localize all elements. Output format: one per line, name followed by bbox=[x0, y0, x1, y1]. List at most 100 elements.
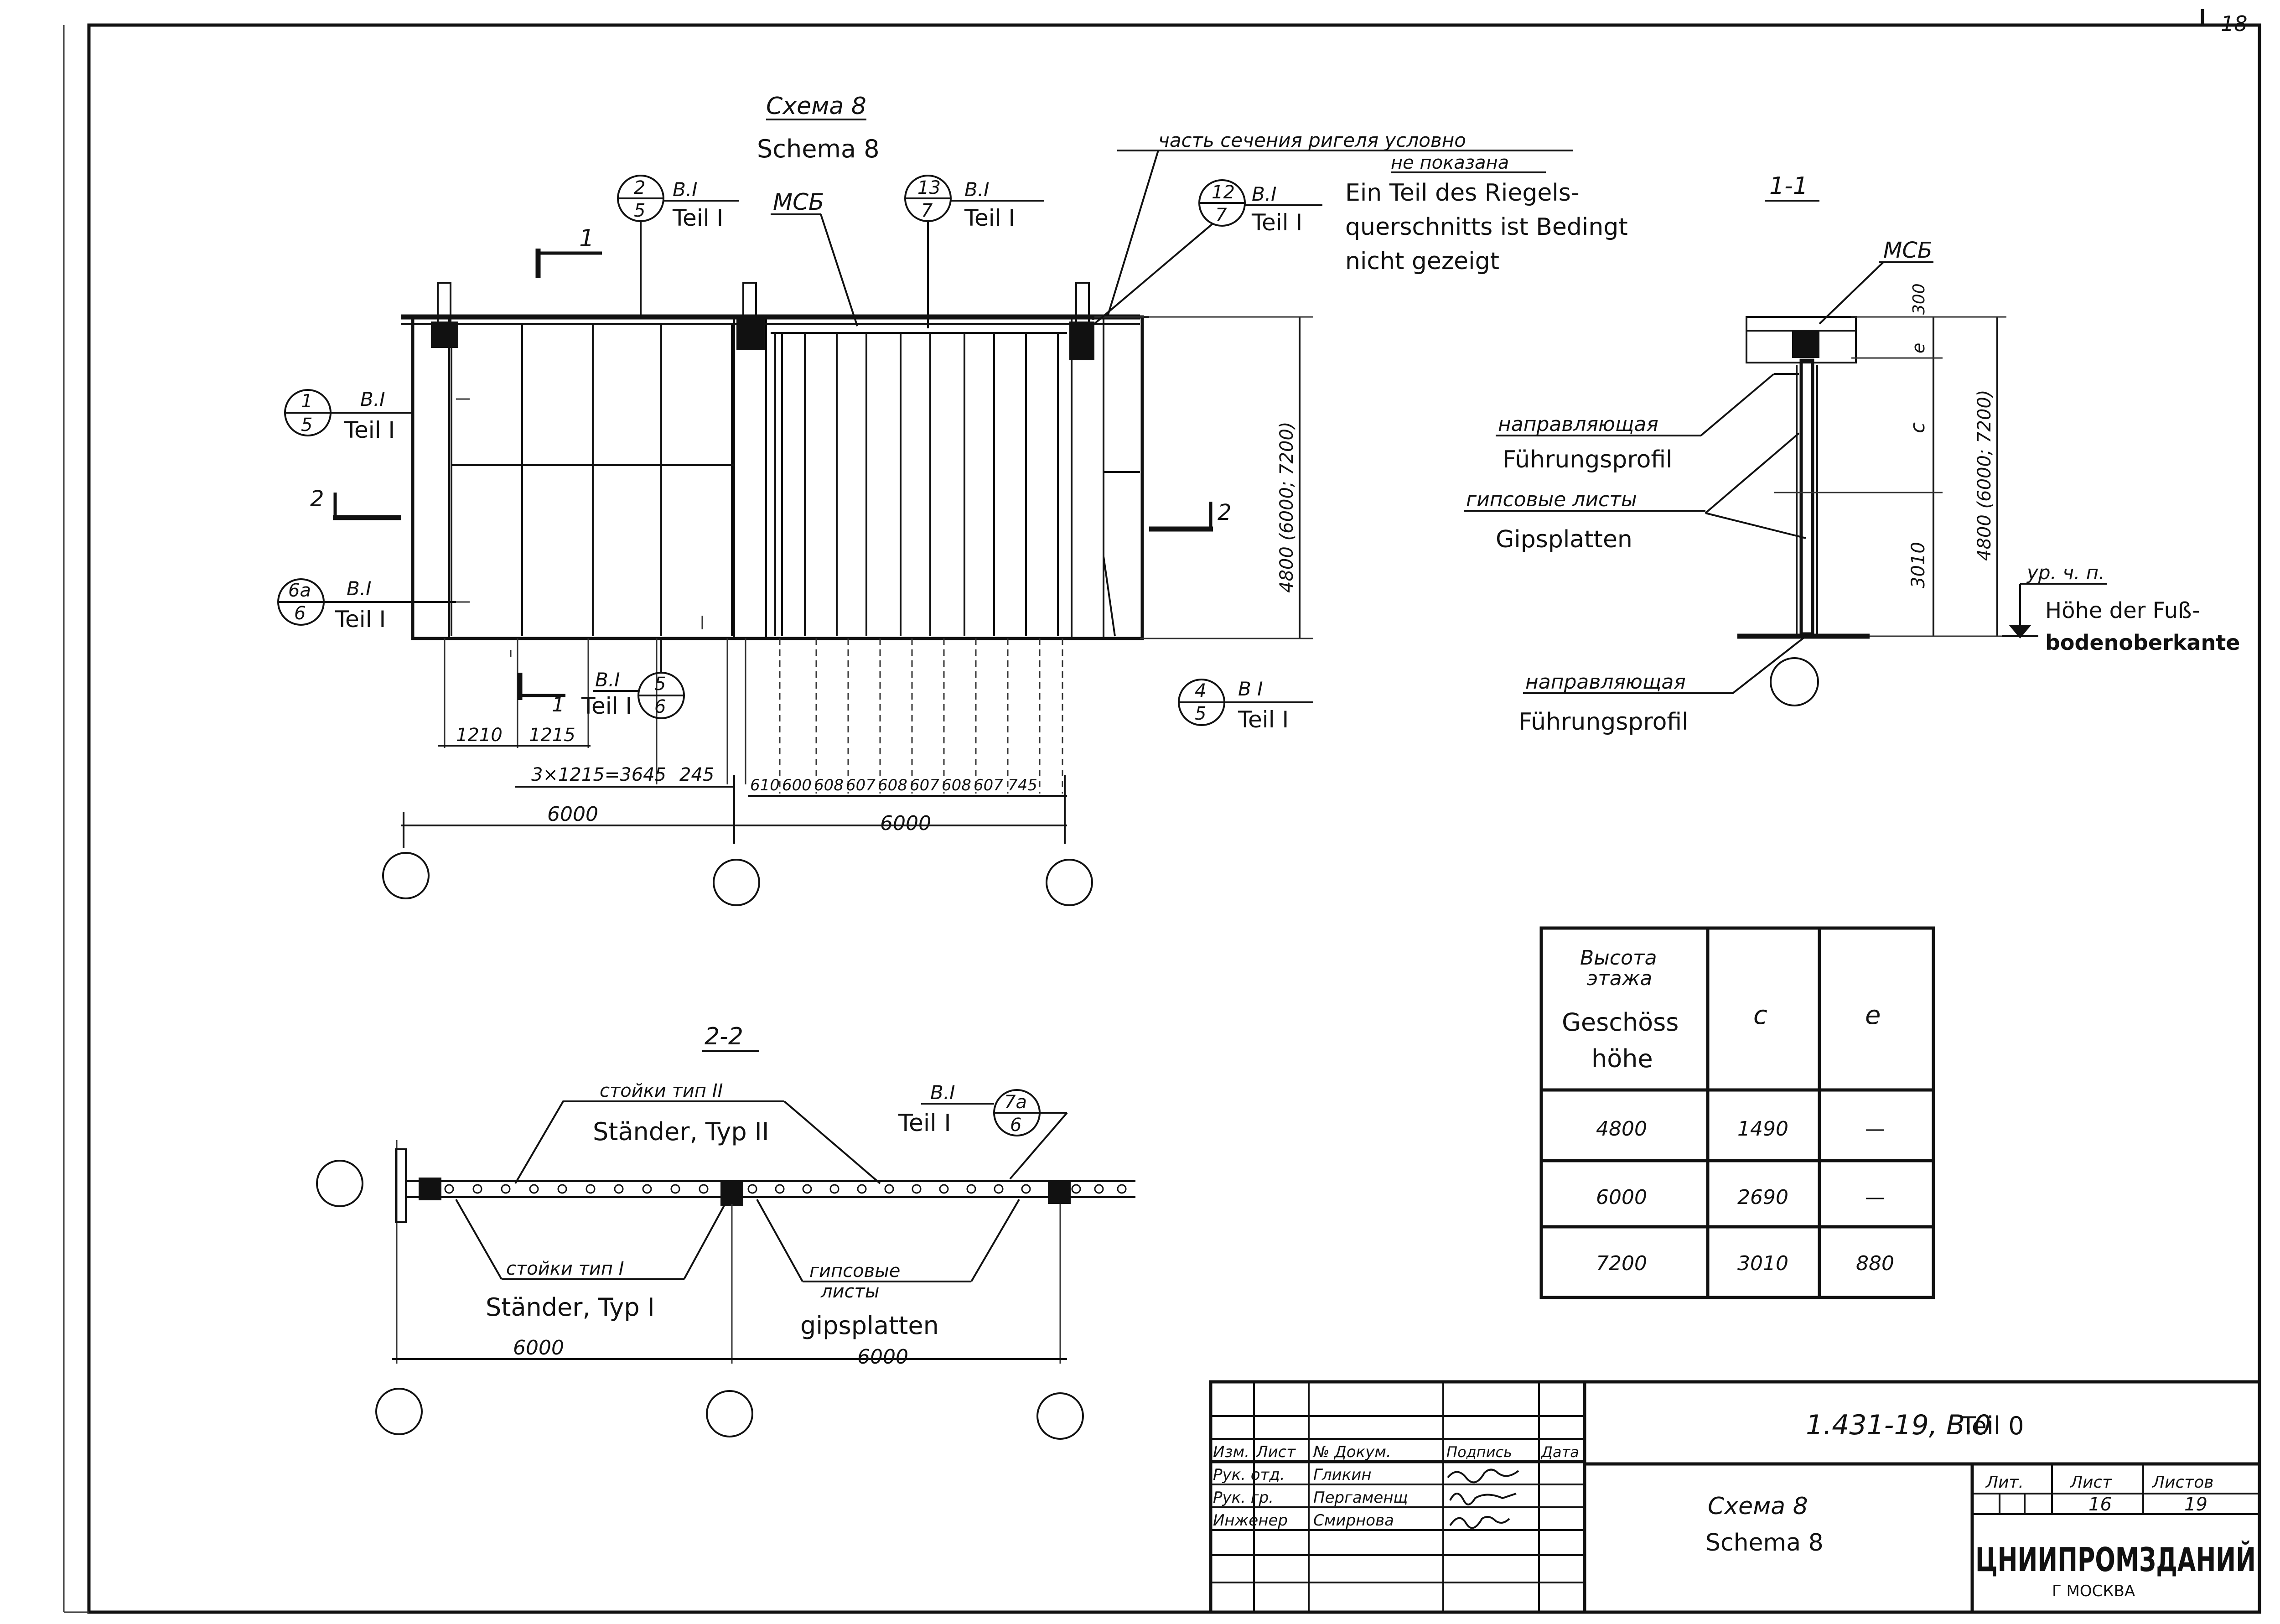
studs-dots bbox=[444, 1184, 1127, 1194]
section-1-1-drawing bbox=[1737, 316, 1879, 706]
section-mark-1-bottom: 1 bbox=[517, 673, 565, 716]
svg-text:7: 7 bbox=[1215, 205, 1227, 226]
svg-text:ур. ч. п.: ур. ч. п. bbox=[2026, 561, 2105, 584]
svg-text:7а: 7а bbox=[1004, 1092, 1027, 1113]
svg-text:5: 5 bbox=[301, 415, 312, 436]
svg-text:—: — bbox=[1865, 1186, 1885, 1209]
spacing-5: 608 bbox=[878, 776, 907, 794]
svg-text:6: 6 bbox=[654, 696, 666, 717]
svg-text:Teil I: Teil I bbox=[335, 606, 386, 633]
studs2-ru: стойки тип II bbox=[600, 1080, 723, 1101]
spacing-1: 610 bbox=[750, 776, 780, 794]
studs1-de: Ständer, Typ I bbox=[486, 1293, 655, 1322]
svg-text:6: 6 bbox=[1010, 1115, 1021, 1136]
note-ru-1: часть сечения ригеля условно bbox=[1158, 129, 1466, 151]
section-2-2-title: 2-2 bbox=[705, 1023, 743, 1050]
stud-dot bbox=[586, 1184, 596, 1194]
gips22-ru-2: листы bbox=[820, 1281, 879, 1302]
svg-text:880: 880 bbox=[1856, 1252, 1894, 1275]
stud-dot bbox=[939, 1184, 949, 1194]
note-ru-2: не показана bbox=[1391, 152, 1509, 173]
note-leader bbox=[1092, 150, 1159, 320]
wall-elevation bbox=[401, 282, 1149, 657]
stud-projection-lines bbox=[444, 638, 1063, 794]
svg-text:4800: 4800 bbox=[1596, 1117, 1647, 1141]
spacing-3: 608 bbox=[814, 776, 844, 794]
role-2: Рук. гр. bbox=[1213, 1489, 1274, 1507]
scheme-title-ru: Схема 8 bbox=[766, 93, 866, 120]
col-sign: Подпись bbox=[1446, 1443, 1512, 1461]
svg-text:5: 5 bbox=[654, 674, 666, 695]
height-table bbox=[1539, 926, 1935, 1299]
spacing-7: 608 bbox=[942, 776, 971, 794]
svg-text:В.I: В.I bbox=[673, 178, 698, 201]
dim-c: c bbox=[1906, 422, 1929, 433]
svg-text:В.I: В.I bbox=[360, 388, 385, 410]
callout-12-7: 12 7 В.I Teil I bbox=[1093, 179, 1322, 325]
spacing-9: 745 bbox=[1008, 776, 1037, 794]
sheet-frame bbox=[87, 23, 2261, 1614]
callout-7a-teil: Teil I bbox=[898, 1110, 951, 1137]
svg-text:6000: 6000 bbox=[1596, 1186, 1647, 1209]
org-name: ЦНИИПРОМЗДАНИЙ bbox=[1975, 1541, 2256, 1579]
table-h-e: e bbox=[1865, 1001, 1881, 1030]
svg-text:Teil I: Teil I bbox=[581, 693, 632, 719]
section-mark-2-left: 2 bbox=[310, 486, 401, 520]
stud-dot bbox=[1117, 1184, 1127, 1194]
table-row: 7200 3010 880 bbox=[1596, 1252, 1894, 1275]
callout-6a-6: 6а 6 В.I Teil I bbox=[277, 577, 456, 633]
svg-text:2690: 2690 bbox=[1737, 1186, 1788, 1209]
col-date: Дата bbox=[1540, 1443, 1579, 1461]
svg-text:7200: 7200 bbox=[1596, 1252, 1647, 1275]
dim-3010: 3010 bbox=[1908, 542, 1929, 588]
svg-text:Teil I: Teil I bbox=[344, 417, 395, 443]
org-city: Г МОСКВА bbox=[2052, 1582, 2135, 1600]
callout-7a-6: 7а 6 bbox=[993, 1089, 1068, 1180]
stud-dot bbox=[966, 1184, 976, 1194]
svg-text:В.I: В.I bbox=[595, 669, 620, 691]
gips-de: Gipsplatten bbox=[1496, 526, 1632, 553]
svg-text:6: 6 bbox=[294, 603, 306, 624]
section-2-2-drawing bbox=[316, 1140, 1135, 1440]
stud-dot bbox=[912, 1184, 922, 1194]
spacing-2: 600 bbox=[782, 776, 812, 794]
callout-4-5: 4 5 В I Teil I bbox=[1178, 678, 1313, 733]
note-de-1: Ein Teil des Riegels- bbox=[1345, 179, 1580, 207]
stud-dot bbox=[670, 1184, 680, 1194]
svg-text:5: 5 bbox=[1195, 703, 1206, 724]
studs2-de: Ständer, Typ II bbox=[593, 1117, 769, 1146]
table-h-c: c bbox=[1753, 1001, 1767, 1030]
stud-dot bbox=[857, 1184, 867, 1194]
dim-3x1215: 3×1215=3645 bbox=[531, 764, 666, 785]
svg-text:1490: 1490 bbox=[1737, 1117, 1788, 1141]
gips22-ru-1: гипсовые bbox=[809, 1261, 900, 1282]
col-izm: Изм. bbox=[1213, 1443, 1249, 1461]
table-h-ru-1: Высота bbox=[1580, 946, 1657, 970]
plan-axis-bubbles bbox=[382, 852, 1093, 906]
dim-1210: 1210 bbox=[456, 725, 503, 746]
svg-text:13: 13 bbox=[917, 177, 941, 198]
svg-text:Teil I: Teil I bbox=[672, 205, 723, 231]
stud-dot bbox=[775, 1184, 785, 1194]
stud-dot bbox=[557, 1184, 567, 1194]
sheet-no: 16 bbox=[2088, 1494, 2112, 1515]
stud-dot bbox=[529, 1184, 539, 1194]
svg-text:5: 5 bbox=[634, 200, 645, 221]
stud-dot bbox=[884, 1184, 894, 1194]
note-de-2: querschnitts ist Bedingt bbox=[1345, 213, 1628, 241]
col-list: Лист bbox=[1255, 1443, 1296, 1461]
svg-text:1: 1 bbox=[301, 391, 312, 412]
callout-13-7: 13 7 В.I Teil I bbox=[904, 175, 1044, 328]
stud-dot bbox=[1021, 1184, 1031, 1194]
svg-text:В.I: В.I bbox=[1252, 183, 1277, 205]
stud-dot bbox=[501, 1184, 511, 1194]
doc-teil: Teil 0 bbox=[1960, 1411, 2024, 1440]
callout-5-6: 5 6 В.I Teil I bbox=[581, 638, 685, 719]
svg-text:2: 2 bbox=[310, 486, 324, 512]
sheets-total: 19 bbox=[2184, 1494, 2207, 1515]
sheet-label: Лист bbox=[2069, 1473, 2112, 1492]
svg-text:В.I: В.I bbox=[347, 577, 372, 600]
svg-text:2: 2 bbox=[1218, 500, 1232, 525]
svg-text:Teil I: Teil I bbox=[964, 205, 1015, 231]
table-row: 4800 1490 — bbox=[1596, 1117, 1885, 1141]
